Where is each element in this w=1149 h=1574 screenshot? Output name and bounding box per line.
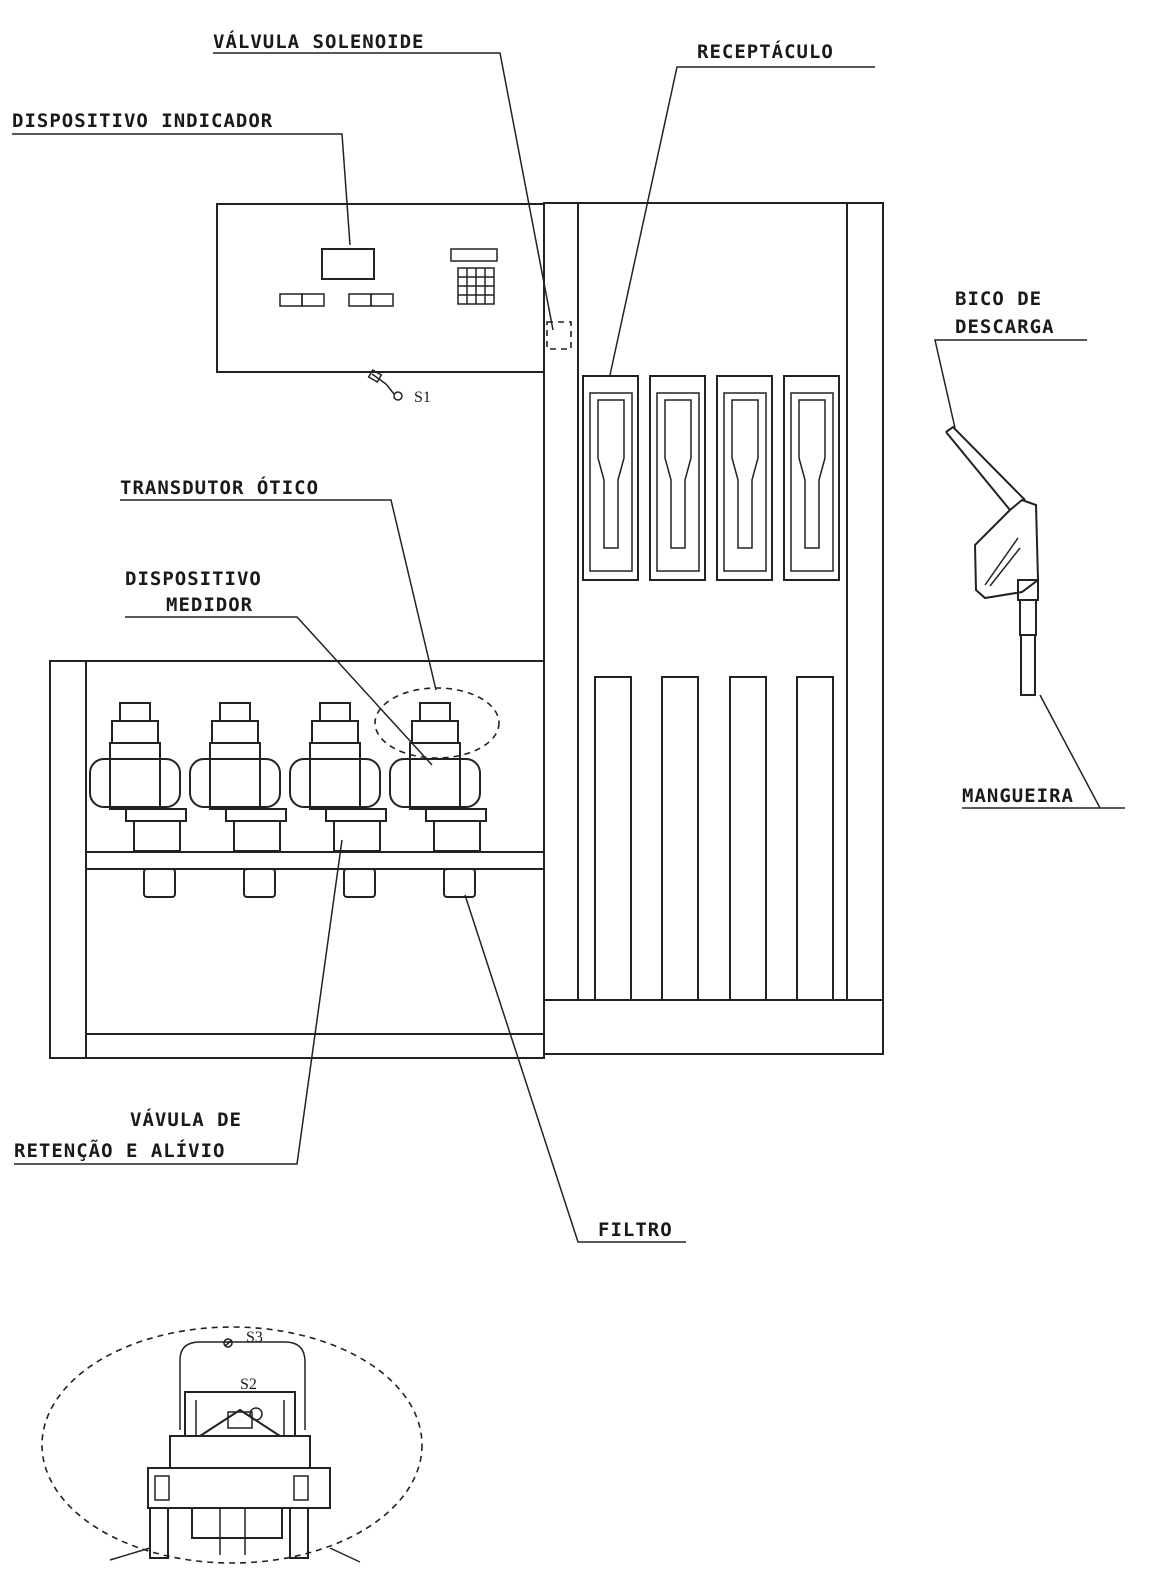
nozzle bbox=[945, 425, 1040, 696]
meter-2 bbox=[189, 702, 287, 852]
hydraulic-compartment bbox=[49, 660, 545, 1059]
meter-1 bbox=[89, 702, 187, 852]
label-s1: S1 bbox=[414, 389, 431, 406]
label-medidor-line2: MEDIDOR bbox=[166, 594, 253, 616]
receptacles bbox=[582, 375, 840, 581]
label-valvula-solenoide: VÁLVULA SOLENOIDE bbox=[213, 30, 424, 53]
label-bico-line1: BICO DE bbox=[955, 288, 1042, 310]
indicator-head bbox=[216, 203, 572, 401]
solenoid-valve bbox=[546, 321, 572, 350]
cabinet bbox=[543, 202, 884, 1055]
label-s2: S2 bbox=[240, 1376, 257, 1393]
meter-4 bbox=[389, 702, 487, 852]
label-receptaculo: RECEPTÁCULO bbox=[697, 40, 834, 63]
meter-3 bbox=[289, 702, 387, 852]
label-s3: S3 bbox=[246, 1329, 263, 1346]
label-vavula-line1: VÁVULA DE bbox=[130, 1108, 242, 1131]
display-screen bbox=[321, 248, 375, 280]
keypad bbox=[457, 267, 495, 305]
label-filtro: FILTRO bbox=[598, 1219, 673, 1241]
transducer-highlight bbox=[374, 687, 500, 759]
label-bico-line2: DESCARGA bbox=[955, 316, 1055, 338]
hose-slots bbox=[594, 676, 834, 1001]
label-mangueira: MANGUEIRA bbox=[962, 785, 1074, 807]
label-vavula-line2: RETENÇÃO E ALÍVIO bbox=[14, 1138, 225, 1162]
leader-lines bbox=[12, 52, 1125, 1243]
detail-view bbox=[41, 1326, 423, 1564]
label-dispositivo-indicador: DISPOSITIVO INDICADOR bbox=[12, 110, 273, 132]
label-transdutor: TRANSDUTOR ÓTICO bbox=[120, 475, 319, 499]
label-medidor-line1: DISPOSITIVO bbox=[125, 568, 262, 590]
sensor-s1 bbox=[367, 369, 403, 401]
